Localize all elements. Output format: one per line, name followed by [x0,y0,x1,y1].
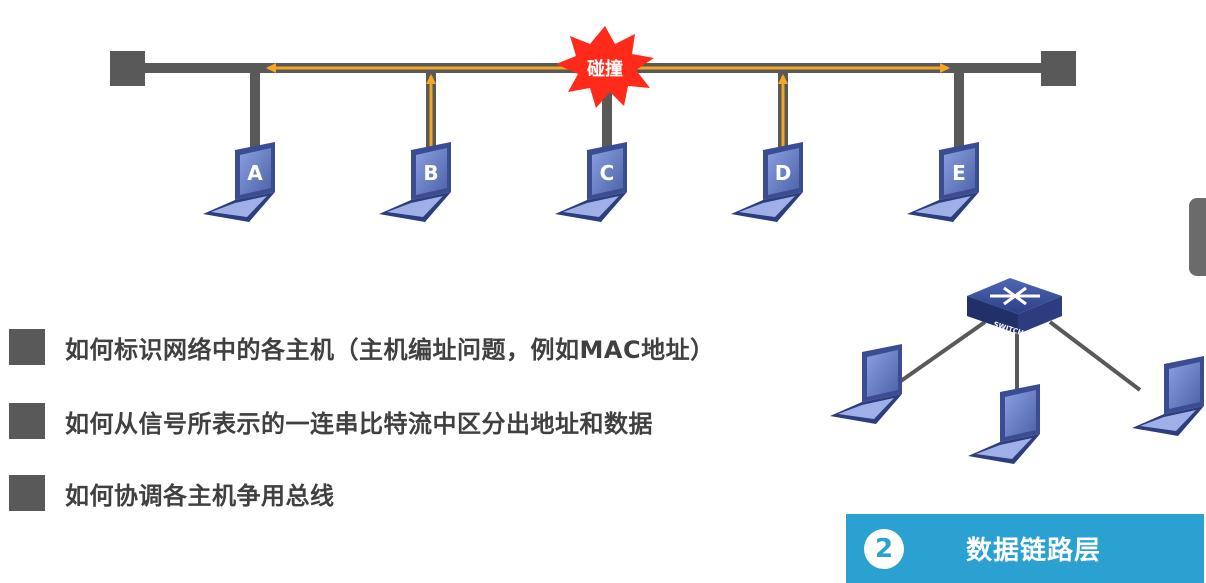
drop-line-a [250,73,260,155]
laptop-screen [867,350,898,397]
bus-terminator-right [1041,51,1076,86]
laptop-keys [838,398,894,419]
laptop-screen [944,148,975,195]
laptop-host-e: E [907,142,979,222]
collision-label: 碰撞 [587,58,623,80]
host-label: D [775,161,792,185]
laptop-screen [1169,362,1200,409]
laptop-keys [1140,410,1196,431]
bullet-item-framing: 如何从信号所表示的一连串比特流中区分出地址和数据 [9,403,653,439]
laptop-host-c: C [555,142,627,222]
drop-line-c [602,73,612,155]
switch-laptop-middle [968,384,1040,464]
bullet-text: 如何协调各主机争用总线 [65,481,335,510]
bullet-item-access-control: 如何协调各主机争用总线 [9,475,335,511]
laptop-keys [211,196,267,217]
laptop-screen [240,148,271,195]
laptop-screen [416,148,447,195]
switch-link-left [896,320,987,385]
bullet-square-icon [9,329,45,365]
laptop-keys [915,196,971,217]
bullet-square-icon [9,475,45,511]
layer-title: 数据链路层 [966,536,1102,566]
laptop-host-d: D [731,142,803,222]
layer-number-badge: 2 [864,528,904,569]
switch-laptop-left [830,344,902,424]
host-label: B [423,161,438,185]
switch-arrows-icon [990,286,1040,306]
switch-laptop-right [1132,356,1204,436]
laptop-screen [1005,390,1036,437]
laptop-screen [592,148,623,195]
bus-terminator-left [110,51,145,86]
switch-front-left [967,296,1018,334]
host-label: C [600,161,615,185]
collision-burst-icon [556,26,654,108]
bullet-item-addressing: 如何标识网络中的各主机（主机编址问题，例如MAC地址） [9,329,715,365]
laptop-host-b: B [379,142,451,222]
host-label: E [952,161,966,185]
laptop-keys [387,196,443,217]
bullet-square-icon [9,403,45,439]
laptop-keys [976,438,1032,459]
bullet-text: 如何标识网络中的各主机（主机编址问题，例如MAC地址） [65,335,715,364]
side-tab[interactable] [1189,198,1206,276]
layer-banner: 2 数据链路层 [846,514,1204,583]
switch-front-right [1018,296,1062,334]
laptop-keys [563,196,619,217]
drop-line-e [954,73,964,155]
laptop-keys [739,196,795,217]
laptop-host-a: A [203,142,275,222]
laptop-screen [768,148,799,195]
switch-link-right [1048,320,1142,392]
bullet-text: 如何从信号所表示的一连串比特流中区分出地址和数据 [65,409,653,438]
host-label: A [247,161,263,185]
